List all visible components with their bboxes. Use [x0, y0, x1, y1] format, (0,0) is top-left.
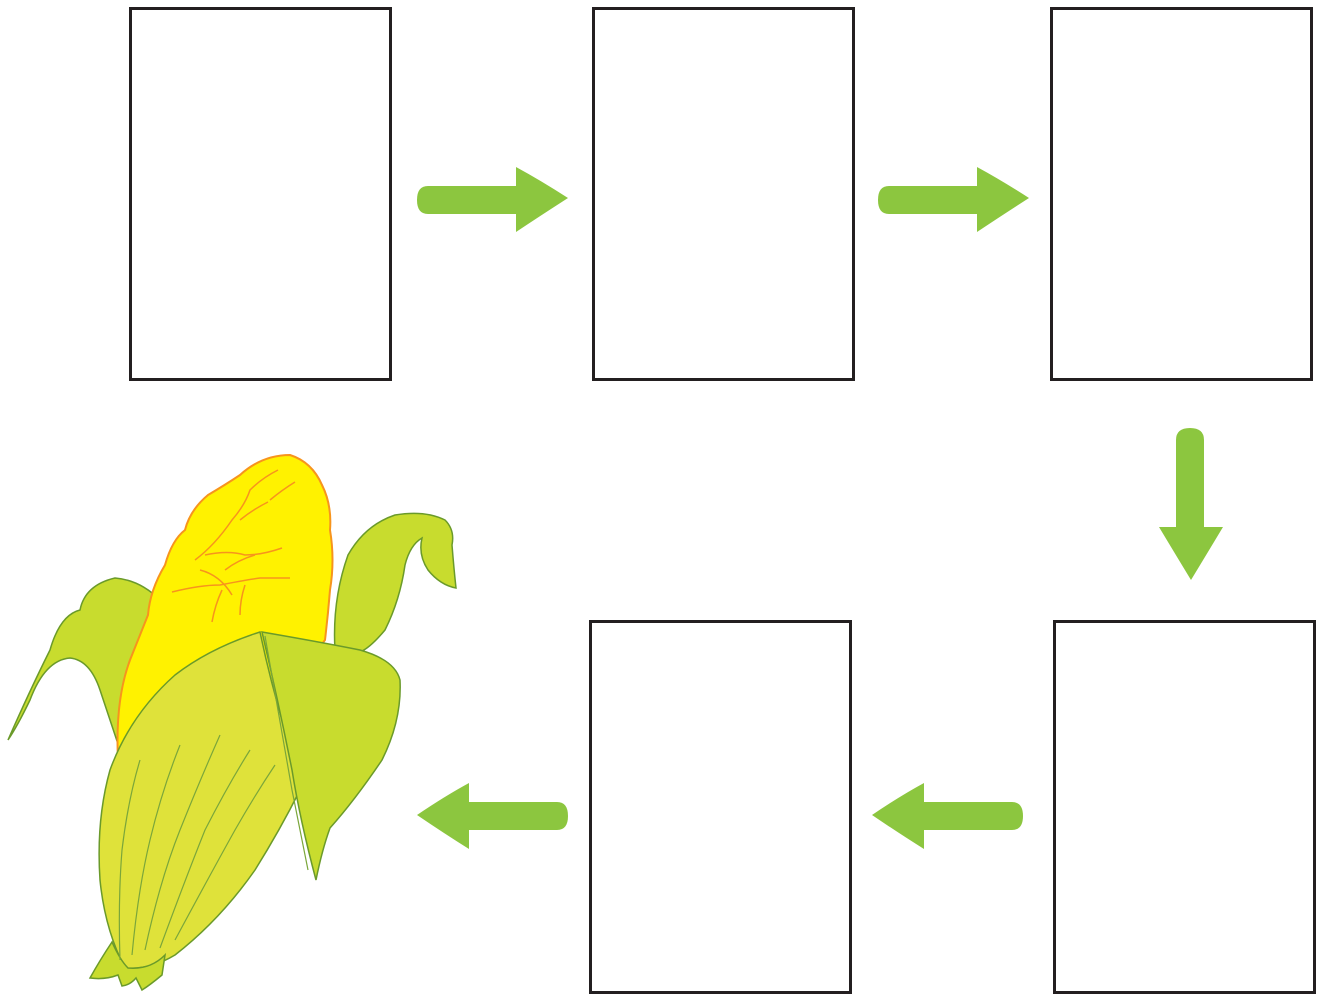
corn-husk-right-icon	[335, 513, 456, 652]
arrow-down-icon	[1159, 428, 1223, 580]
arrow-right-icon	[878, 167, 1029, 232]
arrow-left-icon	[872, 783, 1023, 849]
corn-cob-icon	[0, 0, 470, 994]
